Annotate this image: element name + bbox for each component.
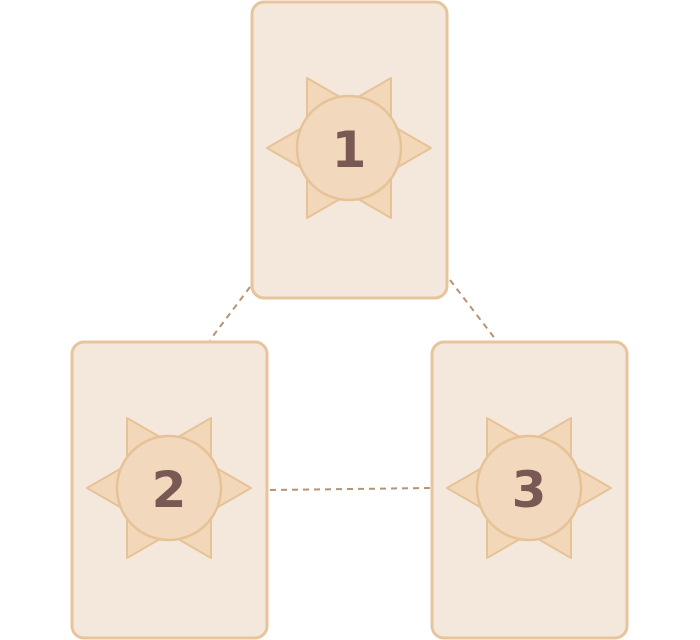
card-1[interactable]: 1: [250, 0, 449, 300]
connector-card-1-to-card-2: [209, 286, 251, 341]
card-3[interactable]: 3: [430, 340, 629, 640]
card-1-number: 1: [332, 121, 367, 179]
sun-star-icon: [266, 77, 432, 219]
connector-card-1-to-card-3: [449, 279, 497, 341]
card-3-number: 3: [512, 461, 547, 519]
connector-card-2-to-card-3: [269, 487, 433, 491]
sun-star-icon: [86, 417, 252, 559]
sun-star-icon: [446, 417, 612, 559]
card-2[interactable]: 2: [70, 340, 269, 640]
card-2-number: 2: [152, 461, 187, 519]
